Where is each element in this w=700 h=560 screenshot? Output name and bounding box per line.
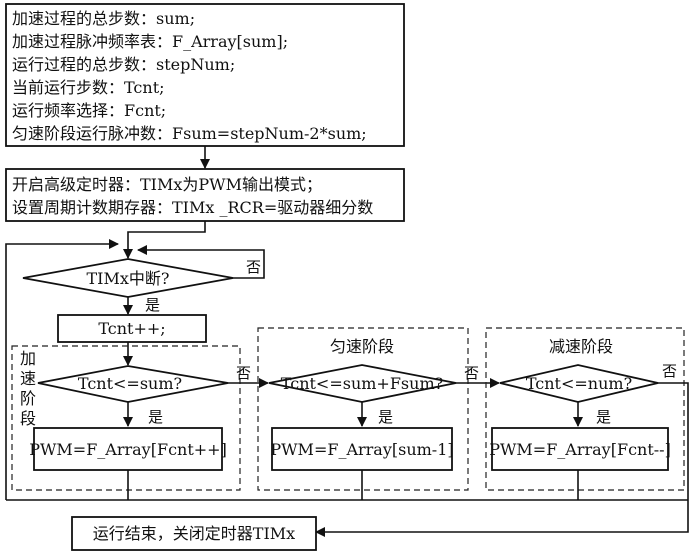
accel-title-char-4: 段 — [20, 409, 36, 428]
constant-action-label: PWM=F_Array[sum-1] — [270, 440, 453, 459]
accel-title-char-1: 加 — [20, 349, 36, 368]
decel-stage-title: 减速阶段 — [549, 337, 613, 356]
constant-stage-frame — [257, 327, 469, 491]
increment-label: Tcnt++; — [98, 319, 165, 338]
accel-stage-title: 加 速 阶 段 — [20, 349, 36, 428]
accel-yes-label: 是 — [148, 408, 163, 426]
accel-decision-label: Tcnt<=sum? — [78, 374, 182, 393]
timer-line-2: 设置周期计数期存器：TIMx _RCR=驱动器细分数 — [12, 198, 373, 217]
decel-action-label: PWM=F_Array[Fcnt--] — [489, 440, 671, 459]
accel-action-box: PWM=F_Array[Fcnt++] — [29, 427, 227, 471]
accel-title-char-2: 速 — [20, 369, 36, 388]
timer-setup-box: 开启高级定时器：TIMx为PWM输出模式； 设置周期计数期存器：TIMx _RC… — [5, 168, 405, 222]
arrow-interrupt-no-loop — [137, 245, 265, 279]
end-label: 运行结束，关闭定时器TIMx — [93, 524, 295, 543]
arrow-timer-to-interrupt — [123, 221, 206, 259]
arrow-loop-back — [5, 239, 119, 500]
decel-no-label: 否 — [662, 362, 677, 380]
constant-decision: Tcnt<=sum+Fsum? — [268, 364, 457, 403]
init-line-2: 加速过程脉冲频率表：F_Array[sum]; — [12, 32, 288, 51]
init-line-5: 运行频率选择：Fcnt; — [12, 101, 166, 120]
accel-decision: Tcnt<=sum? — [37, 365, 229, 403]
constant-decision-label: Tcnt<=sum+Fsum? — [281, 374, 443, 393]
decel-action-box: PWM=F_Array[Fcnt--] — [489, 427, 671, 471]
interrupt-decision-label: TIMx中断? — [87, 269, 170, 288]
constant-yes-label: 是 — [378, 408, 393, 426]
interrupt-decision: TIMx中断? — [22, 258, 234, 298]
timer-line-1: 开启高级定时器：TIMx为PWM输出模式； — [12, 175, 322, 194]
init-line-4: 当前运行步数：Tcnt; — [12, 78, 165, 97]
interrupt-yes-label: 是 — [145, 296, 160, 314]
init-line-6: 匀速阶段运行脉冲数：Fsum=stepNum-2*sum; — [12, 124, 367, 143]
init-parameters-box: 加速过程的总步数：sum; 加速过程脉冲频率表：F_Array[sum]; 运行… — [5, 3, 405, 147]
increment-box: Tcnt++; — [57, 314, 207, 343]
constant-no-label: 否 — [464, 364, 479, 382]
init-line-1: 加速过程的总步数：sum; — [12, 9, 195, 28]
arrow-decel-no-to-end — [315, 382, 689, 537]
accel-title-char-3: 阶 — [20, 389, 36, 408]
accel-stage-frame — [11, 345, 241, 491]
constant-stage-title: 匀速阶段 — [330, 337, 394, 356]
constant-action-box: PWM=F_Array[sum-1] — [270, 427, 454, 471]
init-line-3: 运行过程的总步数：stepNum; — [12, 55, 235, 74]
accel-action-label: PWM=F_Array[Fcnt++] — [29, 440, 227, 459]
decel-decision-label: Tcnt<=num? — [526, 374, 632, 393]
decel-decision: Tcnt<=num? — [499, 364, 659, 403]
accel-no-label: 否 — [236, 364, 251, 382]
decel-yes-label: 是 — [596, 408, 611, 426]
end-box: 运行结束，关闭定时器TIMx — [71, 516, 317, 551]
interrupt-no-label: 否 — [246, 258, 261, 276]
